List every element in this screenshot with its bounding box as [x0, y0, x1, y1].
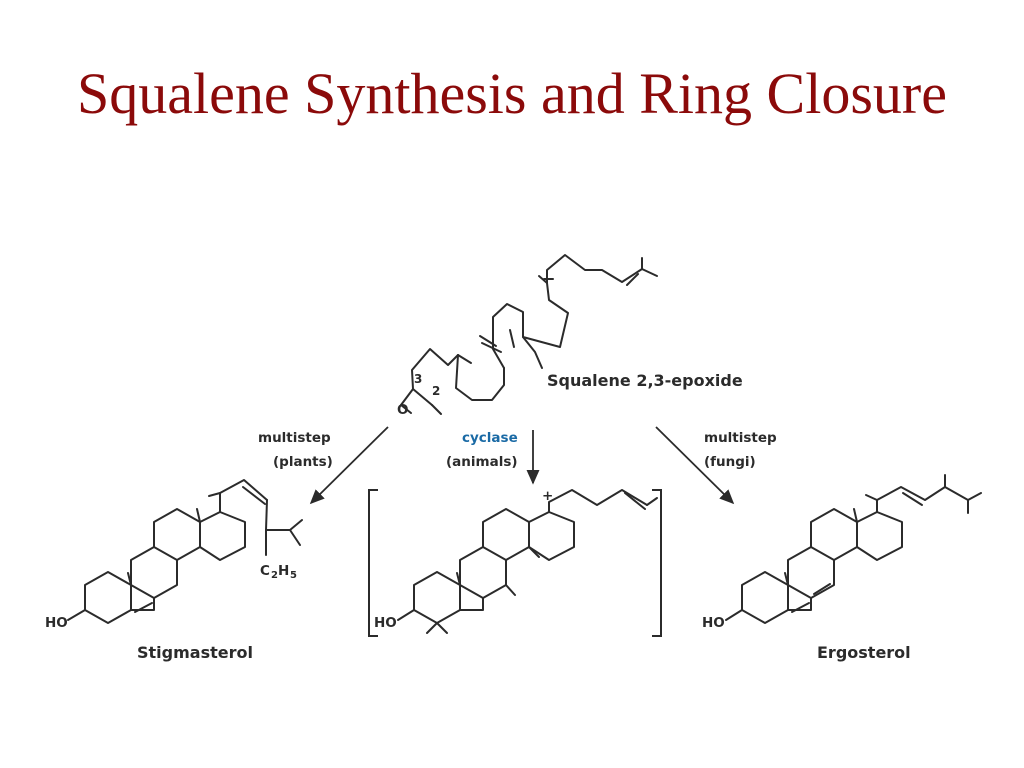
ethyl-h-count: 5	[290, 570, 297, 581]
ergosterol-label: Ergosterol	[817, 643, 911, 662]
bracket-left	[368, 489, 378, 637]
stigmasterol-ho-label: HO	[45, 615, 68, 631]
left-arrow-label-organism: (plants)	[273, 454, 333, 470]
squalene-epoxide-structure: O 3 2	[397, 254, 658, 418]
ergosterol-ho-label: HO	[702, 615, 725, 631]
center-arrow-label-organism: (animals)	[446, 454, 518, 470]
carbocation-charge: +	[542, 488, 553, 504]
slide-title: Squalene Synthesis and Ring Closure	[77, 61, 947, 126]
carbon-2-label: 2	[432, 384, 440, 398]
right-arrow-label-step: multistep	[704, 430, 777, 446]
intermediate-ho-label: HO	[374, 615, 397, 631]
carbon-3-label: 3	[414, 372, 422, 386]
arrow-to-ergosterol	[655, 426, 735, 505]
ergosterol-structure: HO	[702, 474, 982, 631]
enzyme-label-cyclase: cyclase	[462, 430, 518, 446]
right-arrow-label-organism: (fungi)	[704, 454, 756, 470]
ethyl-c-count: 2	[271, 570, 278, 581]
left-arrow-label-step: multistep	[258, 430, 331, 446]
stigmasterol-label: Stigmasterol	[137, 643, 253, 662]
stigmasterol-structure: HO C 2 H 5	[45, 479, 303, 631]
arrow-to-stigmasterol	[309, 426, 389, 505]
ethyl-h-label: H	[278, 563, 289, 579]
epoxide-oxygen-label: O	[397, 402, 408, 418]
bracket-right	[652, 489, 662, 637]
protosteryl-cation-structure: HO +	[374, 488, 658, 634]
squalene-epoxide-label: Squalene 2,3-epoxide	[547, 371, 743, 390]
ethyl-c-label: C	[260, 563, 270, 579]
